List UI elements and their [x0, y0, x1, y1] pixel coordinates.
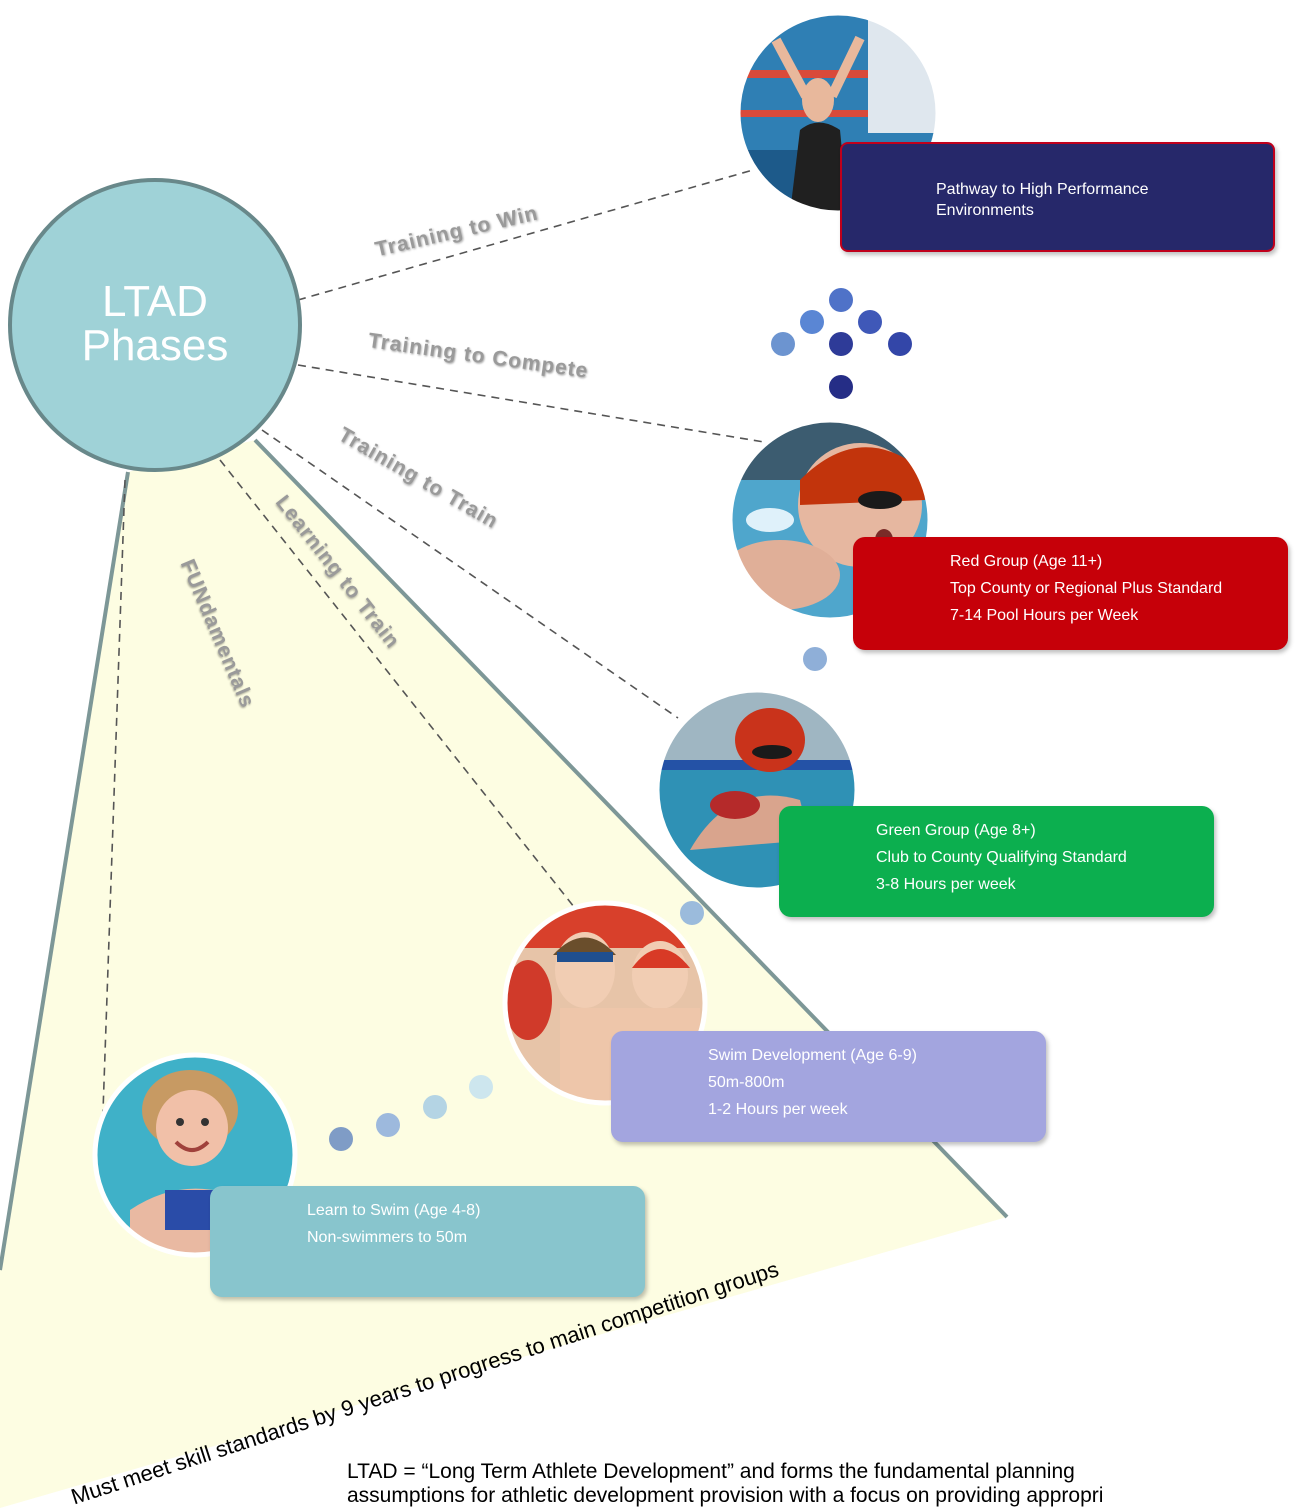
pyramid-left-edge	[0, 471, 130, 1271]
group-box-green-group: Green Group (Age 8+) Club to County Qual…	[779, 806, 1214, 917]
connector-learning-to-train	[219, 459, 579, 913]
group-line: Swim Development (Age 6-9)	[708, 1047, 917, 1064]
group-line: 50m-800m	[708, 1074, 785, 1091]
ltad-phases-circle	[8, 178, 302, 472]
group-line: Top County or Regional Plus Standard	[950, 580, 1223, 597]
phase-title-line-1: LTAD	[102, 277, 208, 326]
phase-title-line-2: Phases	[81, 321, 229, 370]
connector-training-to-win	[297, 167, 761, 301]
connector-fundamentals	[101, 479, 126, 1141]
swimmer-photo-learn-to-swim	[95, 1055, 295, 1255]
ltad-phases-title: LTAD Phases	[8, 280, 302, 368]
group-line: Environments	[936, 202, 1034, 219]
footnote-line-1: LTAD = “Long Term Athlete Development” a…	[347, 1460, 1075, 1483]
ltad-footnote: LTAD = “Long Term Athlete Development” a…	[347, 1460, 1295, 1508]
group-line: 7-14 Pool Hours per Week	[950, 607, 1139, 624]
group-line: Non-swimmers to 50m	[307, 1229, 468, 1246]
footnote-line-2: assumptions for athletic development pro…	[347, 1484, 1104, 1507]
group-box-swim-development: Swim Development (Age 6-9) 50m-800m 1-2 …	[611, 1031, 1046, 1142]
group-box-red-group: Red Group (Age 11+) Top County or Region…	[853, 537, 1288, 650]
group-line: Pathway to High Performance	[936, 181, 1149, 198]
connector-training-to-train	[261, 429, 679, 719]
group-line: Club to County Qualifying Standard	[876, 849, 1127, 866]
connector-training-to-compete	[297, 364, 771, 444]
group-box-high-performance: Pathway to High Performance Environments	[840, 142, 1275, 252]
group-line: 1-2 Hours per week	[708, 1101, 848, 1118]
group-line: Learn to Swim (Age 4-8)	[307, 1202, 481, 1219]
progress-dots	[329, 288, 912, 1151]
group-line: 3-8 Hours per week	[876, 876, 1016, 893]
group-box-learn-to-swim: Learn to Swim (Age 4-8) Non-swimmers to …	[210, 1186, 645, 1297]
group-line: Red Group (Age 11+)	[950, 553, 1103, 570]
group-line: Green Group (Age 8+)	[876, 822, 1036, 839]
